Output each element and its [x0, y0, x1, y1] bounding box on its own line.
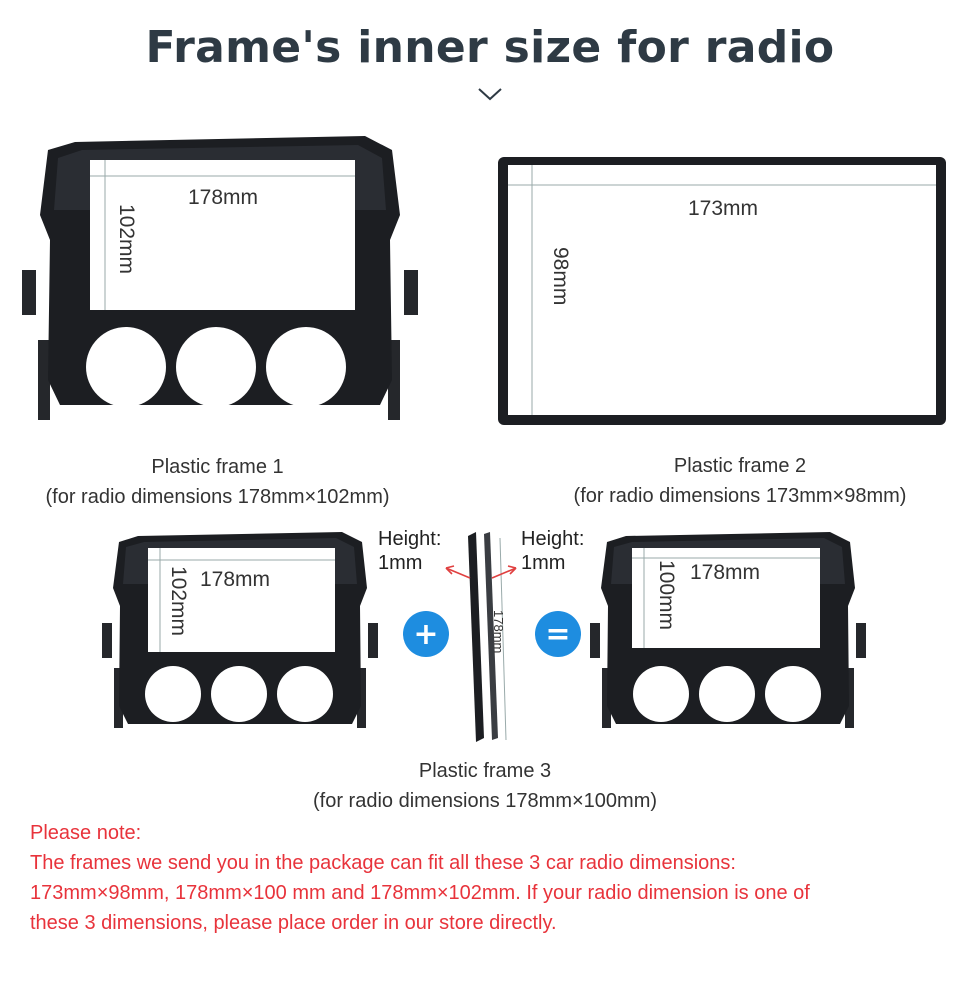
frame2-caption-dims: (for radio dimensions 173mm×98mm) — [573, 485, 907, 507]
frame2-caption-title: Plastic frame 2 — [673, 455, 807, 477]
frame1-caption-dims: (for radio dimensions 178mm×102mm) — [45, 486, 390, 508]
height-left-title: Height: — [378, 528, 442, 550]
note-block: Please note: The frames we send you in t… — [30, 818, 960, 938]
frame2-caption: Plastic frame 2 (for radio dimensions 17… — [530, 451, 950, 511]
frame3-right-image — [588, 528, 868, 738]
plus-icon: + — [403, 611, 449, 657]
chevron-down-icon — [477, 86, 503, 102]
frame2-height-label: 98mm — [549, 247, 572, 306]
frame1-caption-title: Plastic frame 1 — [151, 456, 284, 478]
note-line-2: 173mm×98mm, 178mm×100 mm and 178mm×102mm… — [30, 882, 810, 904]
note-line-1: The frames we send you in the package ca… — [30, 852, 736, 874]
frame1-height-label: 102mm — [115, 204, 138, 275]
height-right-title: Height: — [521, 528, 585, 550]
height-right-label: Height: 1mm — [521, 527, 584, 575]
height-right-value: 1mm — [521, 552, 566, 574]
frame3-caption-dims: (for radio dimensions 178mm×100mm) — [312, 790, 658, 812]
frame3-caption-title: Plastic frame 3 — [418, 760, 552, 782]
equals-icon: = — [535, 611, 581, 657]
page-title: Frame's inner size for radio — [145, 22, 835, 73]
frame1-width-label: 178mm — [188, 186, 259, 209]
frame3-left-width-label: 178mm — [200, 568, 271, 591]
height-left-value: 1mm — [378, 552, 423, 574]
note-heading: Please note: — [30, 822, 142, 844]
frame3-right-height-label: 100mm — [655, 560, 678, 631]
frame2-width-label: 173mm — [688, 197, 759, 220]
frame3-left-height-label: 102mm — [167, 566, 190, 637]
frame3-right-width-label: 178mm — [690, 561, 761, 584]
height-left-label: Height: 1mm — [378, 527, 441, 575]
frame3-caption: Plastic frame 3 (for radio dimensions 17… — [270, 756, 700, 816]
note-line-3: these 3 dimensions, please place order i… — [30, 912, 557, 934]
spacer-strip-image — [440, 528, 530, 746]
frame2-image — [496, 155, 948, 427]
frame1-image — [20, 130, 420, 430]
frame3-left-image — [100, 528, 380, 738]
strip-length-label: 178mm — [491, 610, 506, 654]
frame1-caption: Plastic frame 1 (for radio dimensions 17… — [0, 452, 435, 512]
